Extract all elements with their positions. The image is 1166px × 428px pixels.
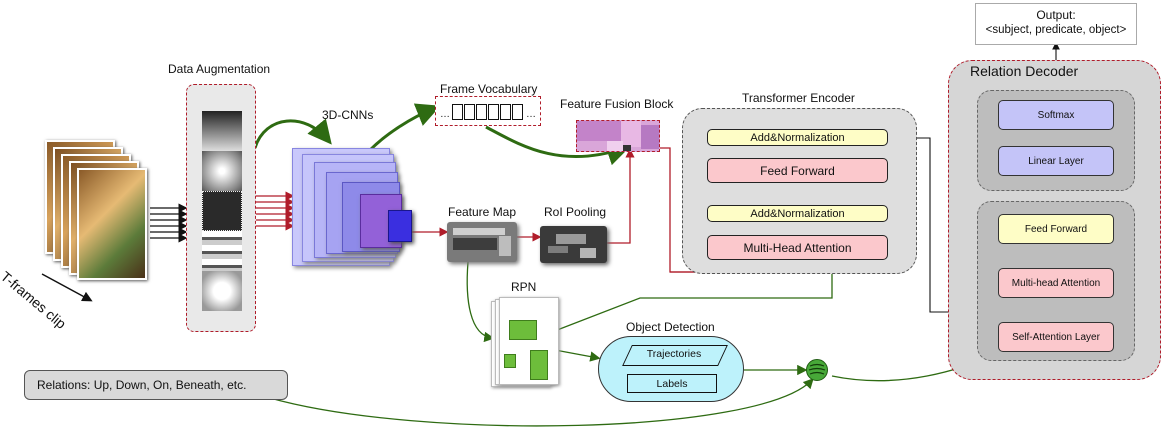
decoder-self-attention-layer: Self-Attention Layer [998, 322, 1114, 352]
roi-pooling-label: RoI Pooling [544, 205, 607, 219]
rpn-to-detection-arrow [554, 349, 601, 362]
vocab-to-fusion-green-arrow [485, 125, 631, 166]
relations-to-combine-arrow [269, 378, 814, 427]
decoder-linear-layer: Linear Layer [998, 146, 1114, 176]
aug-to-cnn-green-arrow [253, 118, 332, 149]
frame-vocabulary-block: … … [435, 96, 541, 126]
combine-node [806, 359, 828, 381]
encoder-add-norm-top-text: Add&Normalization [750, 131, 845, 144]
encoder-add-norm-top: Add&Normalization [707, 129, 888, 146]
combine-node-stripes [808, 363, 826, 375]
trajectories-label: Trajectories [646, 348, 702, 360]
relations-text: Relations: Up, Down, On, Beneath, etc. [37, 378, 247, 392]
output-triplet: <subject, predicate, object> [985, 24, 1127, 36]
rpn-to-encoder-arrow [551, 260, 838, 333]
feature-fusion-block [576, 120, 660, 152]
frame-vocabulary-label: Frame Vocabulary [440, 82, 538, 96]
roi-to-fusion-arrow [607, 148, 635, 244]
video-clip-stack [45, 140, 155, 280]
relations-box: Relations: Up, Down, On, Beneath, etc. [24, 370, 288, 400]
data-augmentation-block [186, 84, 256, 332]
encoder-multi-head-attention: Multi-Head Attention [707, 235, 888, 260]
cnn3d-stack [292, 148, 417, 268]
encoder-mha-text: Multi-Head Attention [743, 240, 852, 255]
aug-frame-4 [202, 231, 242, 271]
aug-frame-2 [202, 151, 242, 191]
decoder-softmax: Softmax [998, 100, 1114, 130]
rpn-label: RPN [511, 280, 537, 294]
labels-box: Labels [627, 374, 717, 393]
decoder-ff-text: Feed Forward [1024, 223, 1088, 235]
decoder-linear-text: Linear Layer [1028, 155, 1084, 167]
output-box: Output: <subject, predicate, object> [975, 3, 1137, 45]
object-detection-label: Object Detection [626, 320, 715, 334]
cnn3d-label: 3D-CNNs [322, 108, 374, 122]
aug-frame-5 [202, 271, 242, 311]
detection-labels-text: Labels [656, 377, 688, 390]
roi-pooling-block [540, 226, 607, 263]
clip-time-arrow [41, 273, 93, 302]
encoder-feed-forward: Feed Forward [707, 158, 888, 183]
output-title: Output: [1036, 8, 1076, 22]
cnn-to-vocab-green-arrow [368, 103, 441, 152]
decoder-feed-forward: Feed Forward [998, 214, 1114, 244]
aug-frame-1 [202, 111, 242, 151]
clip-to-augmentation-arrows [150, 203, 188, 243]
encoder-add-norm-bottom: Add&Normalization [707, 205, 888, 222]
transformer-encoder-label: Transformer Encoder [742, 91, 855, 105]
decoder-softmax-text: Softmax [1037, 109, 1075, 121]
decoder-self-attn-text: Self-Attention Layer [1012, 331, 1100, 343]
object-detection-block: Trajectories Labels [598, 336, 744, 402]
decoder-multi-head-attention: Multi-head Attention [998, 268, 1114, 298]
feature-map-label: Feature Map [448, 205, 517, 219]
featuremap-to-rpn-arrow [466, 261, 495, 343]
feature-fusion-label: Feature Fusion Block [560, 97, 674, 111]
encoder-add-norm-bottom-text: Add&Normalization [750, 207, 845, 220]
encoder-feed-forward-text: Feed Forward [760, 163, 835, 178]
relation-decoder-label: Relation Decoder [970, 63, 1079, 79]
decoder-mha-text: Multi-head Attention [1011, 277, 1101, 289]
data-augmentation-label: Data Augmentation [168, 62, 271, 76]
rpn-block [491, 297, 561, 389]
aug-frame-3 [202, 191, 242, 231]
feature-map-block [447, 222, 517, 262]
